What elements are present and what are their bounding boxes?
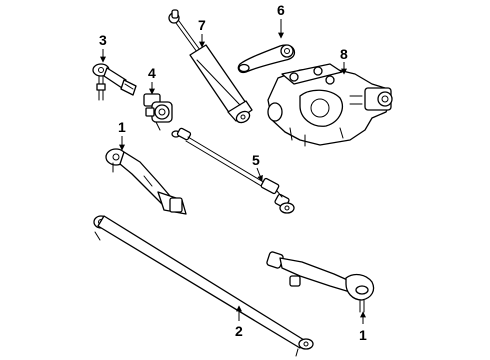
callout-5: 5 xyxy=(252,152,260,168)
callout-7: 7 xyxy=(198,17,206,33)
callout-2: 2 xyxy=(235,323,243,339)
adjusting-sleeve xyxy=(143,93,173,131)
steering-damper xyxy=(168,9,253,124)
callout-6: 6 xyxy=(277,2,285,18)
callout-4: 4 xyxy=(148,65,156,81)
pitman-arm xyxy=(237,44,296,74)
tie-rod xyxy=(93,215,314,357)
callout-1-lower: 1 xyxy=(359,327,367,343)
drag-link xyxy=(171,127,295,214)
steering-gear-box xyxy=(267,63,393,147)
callout-8: 8 xyxy=(340,46,348,62)
tie-rod-end-assembly-upper xyxy=(105,148,187,215)
tie-rod-end-assembly-lower xyxy=(266,251,375,313)
callout-3: 3 xyxy=(99,32,107,48)
callout-1-upper: 1 xyxy=(118,119,126,135)
tie-rod-end-upper xyxy=(92,63,137,101)
leader-5 xyxy=(256,167,263,182)
